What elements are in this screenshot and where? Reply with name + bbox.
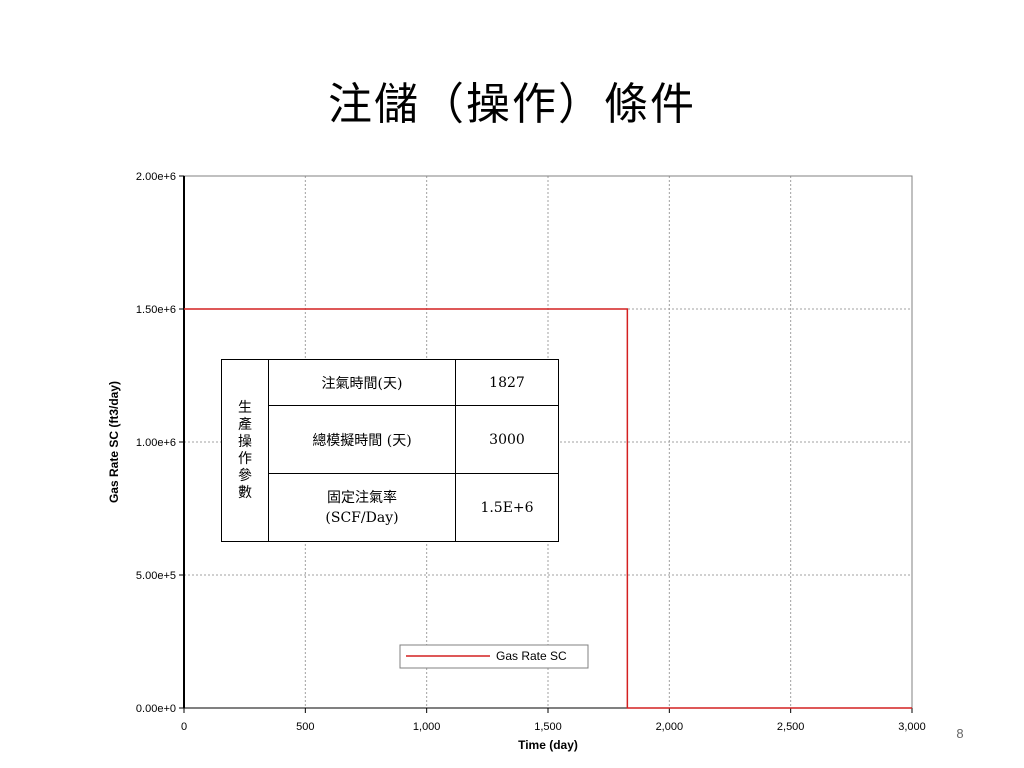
table-row: 固定注氣率 (SCF/Day) 1.5E+6: [222, 473, 559, 542]
param-name-injection-rate-line2: (SCF/Day): [325, 509, 399, 526]
axis-ticks: 0 500 1,000 1,500 2,000 2,500 3,000 0.00e+0 5.00…: [136, 171, 926, 733]
params-group-label-char: 參: [238, 467, 252, 484]
x-tick-label: 1,000: [413, 721, 441, 733]
params-group-label-char: 生: [238, 399, 252, 416]
param-name-injection-rate: 固定注氣率 (SCF/Day): [268, 473, 456, 542]
slide-title: 注儲（操作）條件: [328, 79, 696, 130]
chart-legend: Gas Rate SC: [399, 644, 589, 669]
x-tick-label: 1,500: [534, 721, 562, 733]
table-row: 生產操作參數 注氣時間(天) 1827: [221, 359, 559, 542]
x-tick-label: 3,000: [898, 721, 926, 733]
table-row: 總模擬時間 (天) 3000: [222, 405, 559, 474]
series-line-gas-rate-sc: [184, 308, 912, 709]
y-tick-label: 0.00e+0: [136, 703, 176, 715]
legend-box: [399, 644, 589, 669]
legend-label: Gas Rate SC: [496, 649, 567, 663]
params-group-label-char: 數: [238, 484, 252, 501]
x-tick-label: 0: [181, 721, 187, 733]
y-tick-label: 5.00e+5: [136, 570, 176, 582]
page-number: 8: [956, 726, 964, 741]
params-group-label-char: 作: [238, 450, 252, 467]
x-axis-title: Time (day): [518, 738, 578, 752]
param-name-injection-time: 注氣時間(天): [268, 359, 456, 406]
params-group-label-char: 產: [238, 416, 252, 433]
y-tick-label: 1.00e+6: [136, 437, 176, 449]
param-name-total-time: 總模擬時間 (天): [268, 405, 456, 474]
operating-params-table: 生產操作參數 注氣時間(天) 1827 總模擬時間 (天) 3000 固定注氣率…: [221, 359, 559, 542]
x-tick-label: 2,000: [656, 721, 684, 733]
param-value-total-time: 3000: [455, 405, 559, 474]
param-value-injection-time: 1827: [455, 359, 559, 406]
param-value-injection-rate: 1.5E+6: [455, 473, 559, 542]
params-group-label-char: 操: [238, 433, 252, 450]
params-group-label: 生產操作參數: [221, 359, 269, 542]
y-tick-label: 2.00e+6: [136, 171, 176, 183]
y-tick-label: 1.50e+6: [136, 304, 176, 316]
x-tick-label: 2,500: [777, 721, 805, 733]
series-layer: [184, 308, 912, 709]
y-axis-title: Gas Rate SC (ft3/day): [107, 381, 121, 503]
param-name-injection-rate-line1: 固定注氣率: [327, 489, 397, 506]
x-tick-label: 500: [296, 721, 314, 733]
